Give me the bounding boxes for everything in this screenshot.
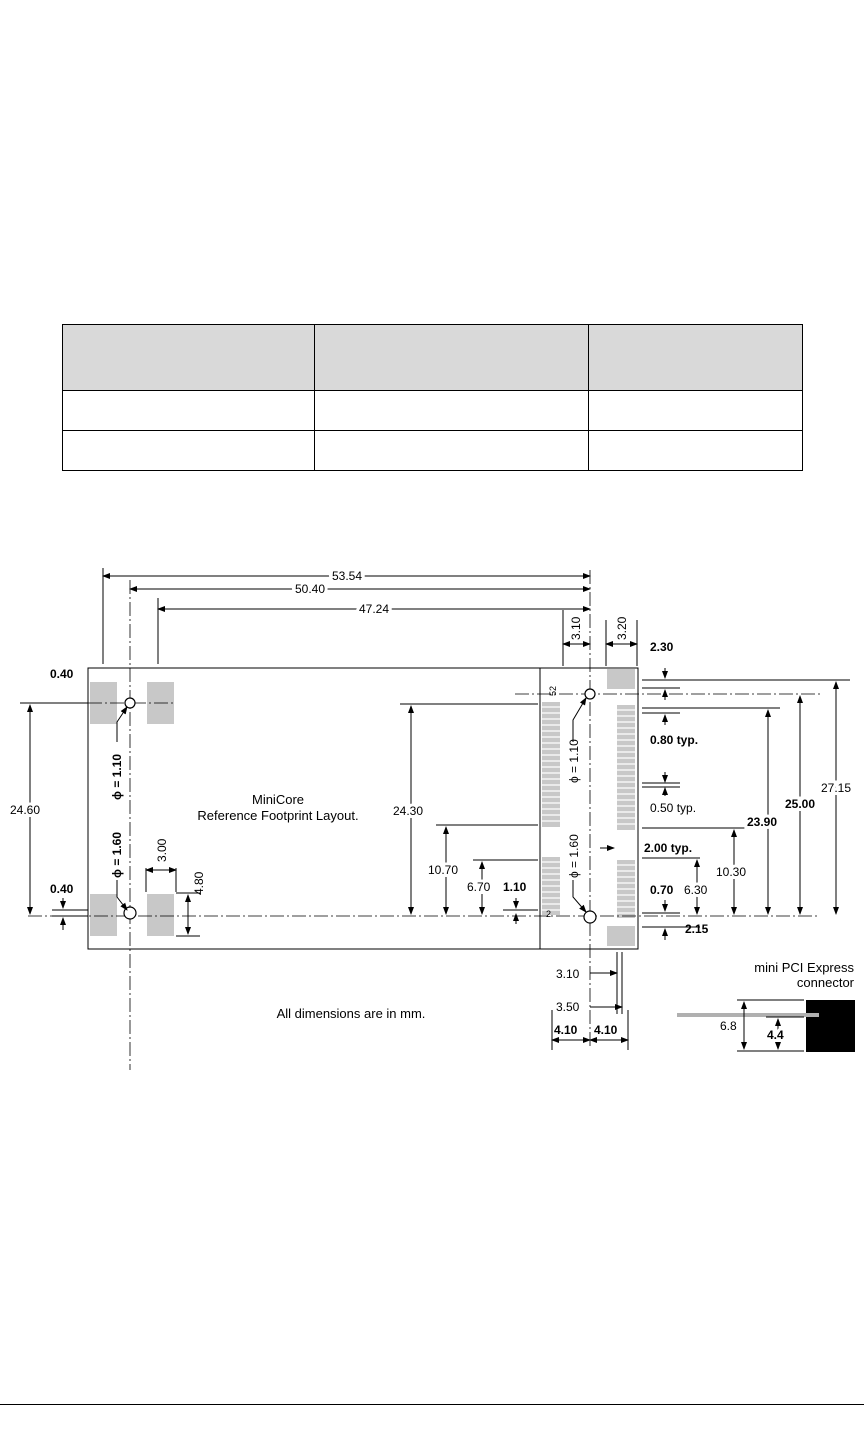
label-4-10-right: 4.10 bbox=[594, 1023, 618, 1037]
label-0-80-typ: 0.80 typ. bbox=[650, 733, 698, 747]
label-phi-1-10-right: ϕ = 1.10 bbox=[567, 739, 581, 783]
units-note: All dimensions are in mm. bbox=[277, 1006, 426, 1021]
label-phi-1-10-left: ϕ = 1.10 bbox=[110, 754, 124, 800]
connector-label-1: mini PCI Express bbox=[754, 960, 854, 975]
drawing-title: MiniCore Reference Footprint Layout. All… bbox=[197, 792, 425, 1021]
spec-table bbox=[62, 324, 803, 471]
pin-separators bbox=[542, 706, 635, 914]
connector-label-2: connector bbox=[797, 975, 855, 990]
table-cell bbox=[314, 430, 589, 471]
connector-board bbox=[677, 1013, 819, 1017]
connector-dim-4-4: 4.4 bbox=[767, 1028, 784, 1042]
label-0-40-bottom: 0.40 bbox=[50, 882, 74, 896]
label-24-60: 24.60 bbox=[10, 803, 40, 817]
dimension-labels: 53.54 50.40 47.24 3.10 3.20 2.30 0.40 0.… bbox=[7, 566, 854, 1037]
label-47-24: 47.24 bbox=[359, 602, 389, 616]
table-cell bbox=[62, 430, 315, 471]
label-0-40-top: 0.40 bbox=[50, 667, 74, 681]
connector-body bbox=[806, 1000, 855, 1052]
dimension-lines bbox=[27, 573, 839, 1043]
label-10-30: 10.30 bbox=[716, 865, 746, 879]
label-0-70: 0.70 bbox=[650, 883, 674, 897]
table-cell bbox=[314, 390, 589, 431]
label-3-10-bottom: 3.10 bbox=[556, 967, 580, 981]
label-1-10: 1.10 bbox=[503, 880, 527, 894]
center-lines bbox=[28, 570, 820, 1070]
extension-lines bbox=[20, 568, 850, 1050]
label-50-40: 50.40 bbox=[295, 582, 325, 596]
table-cell bbox=[588, 324, 803, 391]
footer-rule bbox=[0, 1404, 864, 1405]
label-25-00: 25.00 bbox=[785, 797, 815, 811]
label-6-30: 6.30 bbox=[684, 883, 708, 897]
label-3-50: 3.50 bbox=[556, 1000, 580, 1014]
label-2-00-typ: 2.00 typ. bbox=[644, 841, 692, 855]
label-3-20: 3.20 bbox=[615, 616, 629, 640]
connector-pins-left bbox=[542, 702, 560, 915]
board-outline bbox=[87, 667, 639, 950]
pin-label-2: 2 bbox=[546, 909, 551, 919]
table-cell bbox=[588, 390, 803, 431]
label-6-70: 6.70 bbox=[467, 880, 491, 894]
label-10-70: 10.70 bbox=[428, 863, 458, 877]
label-53-54: 53.54 bbox=[332, 569, 362, 583]
label-3-10-top: 3.10 bbox=[569, 616, 583, 640]
table-row bbox=[62, 430, 803, 471]
label-phi-1-60-left: ϕ = 1.60 bbox=[110, 832, 124, 878]
label-27-15: 27.15 bbox=[821, 781, 851, 795]
label-4-80: 4.80 bbox=[192, 871, 206, 895]
label-phi-1-60-right: ϕ = 1.60 bbox=[567, 834, 581, 878]
label-3-00: 3.00 bbox=[155, 838, 169, 862]
pin-label-52: 52 bbox=[548, 686, 558, 696]
label-23-90: 23.90 bbox=[747, 815, 777, 829]
table-cell bbox=[62, 324, 315, 391]
title-line-1: MiniCore bbox=[252, 792, 304, 807]
label-4-10-left: 4.10 bbox=[554, 1023, 578, 1037]
label-24-30: 24.30 bbox=[393, 804, 423, 818]
label-2-30: 2.30 bbox=[650, 640, 674, 654]
title-line-2: Reference Footprint Layout. bbox=[197, 808, 358, 823]
connector-pins-right bbox=[617, 705, 635, 918]
label-2-15: 2.15 bbox=[685, 922, 709, 936]
solder-pads bbox=[90, 669, 635, 946]
table-cell bbox=[588, 430, 803, 471]
label-0-50-typ: 0.50 typ. bbox=[650, 801, 696, 815]
connector-dim-6-8: 6.8 bbox=[720, 1019, 737, 1033]
leader-lines bbox=[116, 697, 587, 913]
connector-detail: mini PCI Express connector 6.8 4.4 bbox=[677, 960, 855, 1052]
